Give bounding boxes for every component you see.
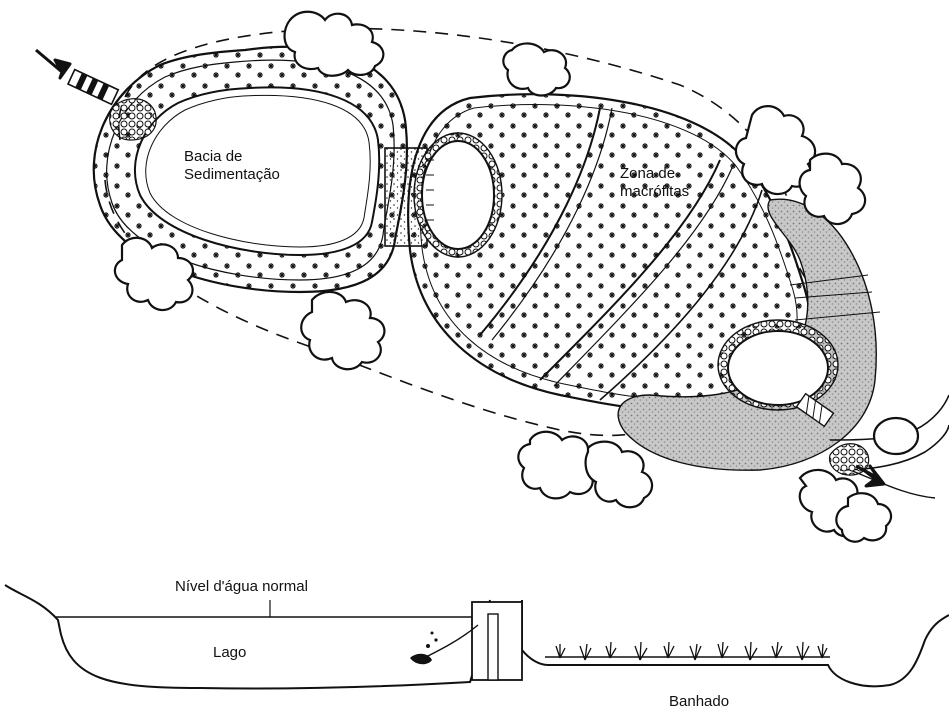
wetland-label: Banhado — [669, 693, 729, 711]
macrophyte-zone-label: Zona de macrófitas — [620, 165, 730, 201]
sedimentation-basin-label-line2: Sedimentação — [184, 166, 324, 184]
macrophyte-zone-label-line2: macrófitas — [620, 183, 730, 201]
inlet-pipe — [36, 50, 118, 104]
sedimentation-basin-label-line1: Bacia de — [184, 148, 324, 166]
lake-label: Lago — [213, 644, 246, 662]
water-level-label: Nível d'água normal — [175, 578, 308, 596]
macrophyte-zone-label-line1: Zona de — [620, 165, 730, 183]
inflow-arrow-icon — [36, 50, 70, 78]
sedimentation-basin-label: Bacia de Sedimentação — [184, 148, 324, 184]
section-view — [5, 585, 949, 689]
